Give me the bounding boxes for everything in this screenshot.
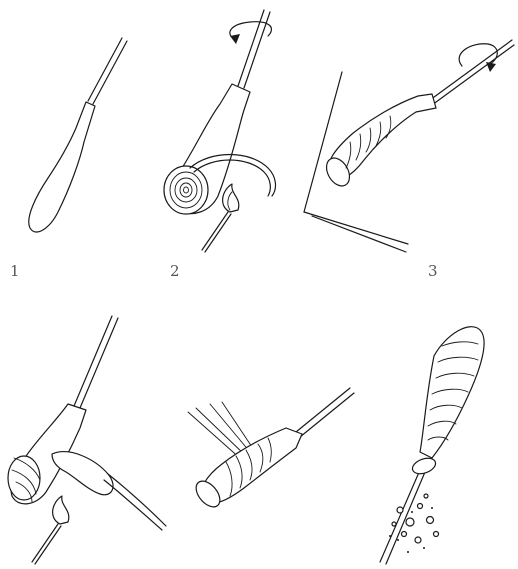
- step-2-number: 2: [170, 262, 180, 280]
- step-1-rod-and-handle: [29, 38, 127, 232]
- step-2-winding-with-flame: [164, 10, 275, 252]
- step-3-number: 3: [428, 262, 438, 280]
- rotation-arrow-icon: [459, 44, 497, 72]
- step-6-finished-handle: [380, 327, 484, 564]
- step-4-glaze-drip-with-flame: [8, 316, 166, 564]
- step-1-number: 1: [10, 262, 20, 280]
- step-2-coil: [164, 166, 208, 214]
- step-5-wrapped-handle: [188, 388, 354, 511]
- step-3-shaping-on-surface: [304, 40, 514, 252]
- match-flame-icon: [32, 496, 69, 564]
- dripping-glaze-icon: [389, 494, 439, 553]
